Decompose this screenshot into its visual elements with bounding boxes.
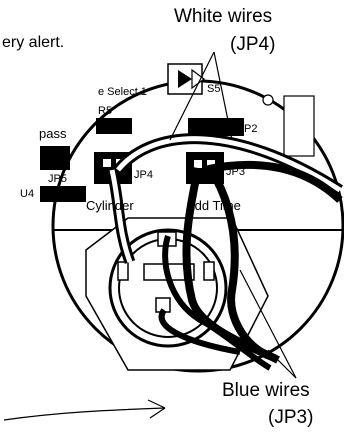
mount-hole [262, 94, 274, 106]
leader-white-left [169, 51, 215, 141]
label-r5: R5 [98, 105, 112, 117]
white-wires-jp4 [106, 133, 343, 264]
sensor-terminal-left [117, 261, 129, 281]
label-bypass: pass [39, 126, 67, 141]
diode-triangle-icon [178, 70, 192, 88]
jp4-pin-1 [103, 159, 111, 167]
sensor-terminal-right [203, 261, 215, 281]
callout-jp4: (JP4) [230, 34, 276, 55]
label-jp5: JP5 [48, 173, 67, 185]
right-component [283, 95, 315, 157]
label-s5: S5 [207, 83, 220, 95]
leader-blue-2 [267, 349, 297, 379]
callout-white-wires: White wires [174, 6, 273, 27]
blue-wires-jp3 [158, 160, 343, 371]
jp3-pin-2 [207, 160, 215, 168]
bypass-component [40, 146, 70, 170]
callout-jp3: (JP3) [268, 407, 314, 428]
u4-component [40, 186, 86, 202]
arrow-head-icon [147, 399, 166, 419]
fragment-text: ery alert. [2, 34, 65, 51]
label-select: e Select 1 [98, 86, 147, 98]
callout-blue-wires: Blue wires [222, 380, 310, 401]
label-p2: P2 [244, 123, 257, 135]
leader-blue-1 [239, 269, 297, 379]
resistor-r5 [96, 118, 132, 134]
leader-white-right [213, 51, 233, 141]
label-jp4: JP4 [134, 169, 153, 181]
label-jp3: JP3 [226, 166, 245, 178]
jp3-pin-1 [194, 160, 202, 168]
label-add-time: Add Time [186, 198, 241, 213]
label-u4: U4 [20, 188, 34, 200]
arrow-shaft [3, 407, 166, 421]
label-cylinder: Cylinder [86, 198, 134, 213]
